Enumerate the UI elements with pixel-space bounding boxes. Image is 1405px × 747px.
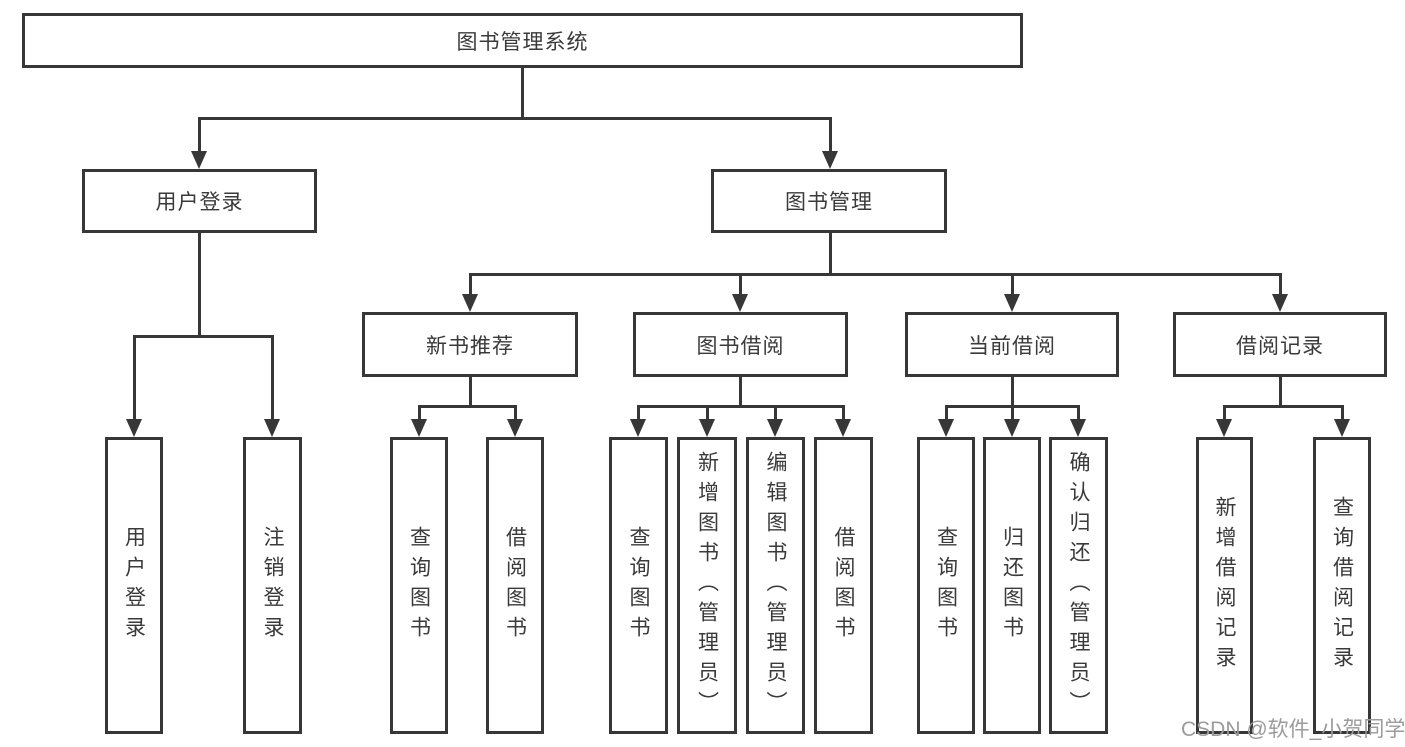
node-current-borrowing: 当前借阅 xyxy=(905,312,1119,377)
node-book-management: 图书管理 xyxy=(711,169,947,233)
connector-level1-branch xyxy=(198,117,832,120)
arrowhead-g3c xyxy=(767,419,783,437)
arrowhead-leaf-login xyxy=(126,419,142,437)
connector-drop-g4b xyxy=(1011,405,1014,423)
arrowhead-g2a xyxy=(411,419,427,437)
arrowhead-book-borrowing xyxy=(732,294,748,312)
connector-drop-book-management xyxy=(829,117,832,157)
connector-drop-book-borrowing xyxy=(739,273,742,300)
leaf-borrow-books: 借阅图书 xyxy=(814,437,873,734)
leaf-newbook-borrow-books: 借阅图书 xyxy=(486,437,544,734)
connector-borrowing-records-stem xyxy=(1279,377,1282,405)
connector-drop-g3a xyxy=(637,405,640,423)
connector-drop-g3d xyxy=(842,405,845,423)
leaf-return-books: 归还图书 xyxy=(983,437,1041,734)
leaf-add-borrow-record-label: 新增借阅记录 xyxy=(1213,495,1236,676)
connector-book-borrowing-stem xyxy=(739,377,742,405)
arrowhead-g5a xyxy=(1216,419,1232,437)
arrowhead-g4a xyxy=(938,419,954,437)
arrowhead-borrowing-records xyxy=(1272,294,1288,312)
connector-borrowing-records-branch xyxy=(1223,405,1344,408)
node-user-login: 用户登录 xyxy=(82,169,317,233)
node-new-book-recommend: 新书推荐 xyxy=(362,312,578,377)
leaf-add-book-admin: 新增图书（管理员） xyxy=(677,437,737,734)
leaf-confirm-return-admin: 确认归还（管理员） xyxy=(1049,437,1108,734)
connector-drop-leaf-login xyxy=(133,335,136,423)
leaf-newbook-query-books-label: 查询图书 xyxy=(407,525,431,646)
arrowhead-g3b xyxy=(699,419,715,437)
arrowhead-g2b xyxy=(507,419,523,437)
node-root: 图书管理系统 xyxy=(22,13,1023,68)
leaf-logout: 注销登录 xyxy=(243,437,302,734)
leaf-query-borrow-record-label: 查询借阅记录 xyxy=(1330,495,1354,676)
leaf-user-login-label: 用户登录 xyxy=(122,525,146,646)
leaf-confirm-return-admin-label: 确认归还（管理员） xyxy=(1067,450,1090,721)
connector-user-login-stem xyxy=(198,233,201,335)
connector-drop-new-book xyxy=(469,273,472,300)
arrowhead-new-book xyxy=(462,294,478,312)
connector-book-borrowing-branch xyxy=(637,405,845,408)
connector-root-stem xyxy=(521,68,524,117)
watermark: CSDN @软件_小贺同学 xyxy=(1181,718,1405,741)
connector-new-book-stem xyxy=(469,377,472,405)
connector-drop-g3c xyxy=(774,405,777,423)
leaf-add-borrow-record: 新增借阅记录 xyxy=(1196,437,1253,734)
leaf-user-login: 用户登录 xyxy=(105,437,163,734)
leaf-borrowing-query-books: 查询图书 xyxy=(609,437,668,734)
leaf-query-borrow-record: 查询借阅记录 xyxy=(1313,437,1371,734)
connector-current-borrowing-stem xyxy=(1011,377,1014,405)
connector-book-management-stem xyxy=(829,233,832,273)
leaf-newbook-borrow-books-label: 借阅图书 xyxy=(503,525,527,646)
arrowhead-g5b xyxy=(1334,419,1350,437)
leaf-edit-book-admin-label: 编辑图书（管理员） xyxy=(764,450,787,721)
leaf-current-query-books-label: 查询图书 xyxy=(934,525,958,646)
connector-drop-g4c xyxy=(1077,405,1080,423)
connector-drop-current-borrowing xyxy=(1011,273,1014,300)
arrowhead-g4c xyxy=(1070,419,1086,437)
leaf-return-books-label: 归还图书 xyxy=(1000,525,1024,646)
leaf-current-query-books: 查询图书 xyxy=(917,437,975,734)
arrowhead-book-management xyxy=(822,151,838,169)
connector-drop-leaf-logout xyxy=(271,335,274,423)
connector-user-login-branch xyxy=(133,335,274,338)
leaf-borrowing-query-books-label: 查询图书 xyxy=(627,525,650,646)
connector-new-book-branch xyxy=(418,405,517,408)
connector-level3-branch xyxy=(469,273,1282,276)
connector-drop-g4a xyxy=(945,405,948,423)
connector-drop-borrowing-records xyxy=(1279,273,1282,300)
leaf-borrow-books-label: 借阅图书 xyxy=(832,525,855,646)
arrowhead-g4b xyxy=(1004,419,1020,437)
arrowhead-g3d xyxy=(835,419,851,437)
arrowhead-leaf-logout xyxy=(264,419,280,437)
connector-drop-g2a xyxy=(418,405,421,423)
arrowhead-current-borrowing xyxy=(1004,294,1020,312)
connector-drop-g5b xyxy=(1341,405,1344,423)
leaf-newbook-query-books: 查询图书 xyxy=(390,437,448,734)
leaf-logout-label: 注销登录 xyxy=(261,525,284,646)
arrowhead-g3a xyxy=(630,419,646,437)
connector-drop-g3b xyxy=(706,405,709,423)
node-borrowing-records: 借阅记录 xyxy=(1173,312,1387,377)
leaf-add-book-admin-label: 新增图书（管理员） xyxy=(695,450,719,721)
node-book-borrowing: 图书借阅 xyxy=(633,312,848,377)
connector-drop-g5a xyxy=(1223,405,1226,423)
connector-drop-g2b xyxy=(514,405,517,423)
leaf-edit-book-admin: 编辑图书（管理员） xyxy=(746,437,805,734)
connector-drop-user-login xyxy=(198,117,201,157)
arrowhead-user-login xyxy=(191,151,207,169)
